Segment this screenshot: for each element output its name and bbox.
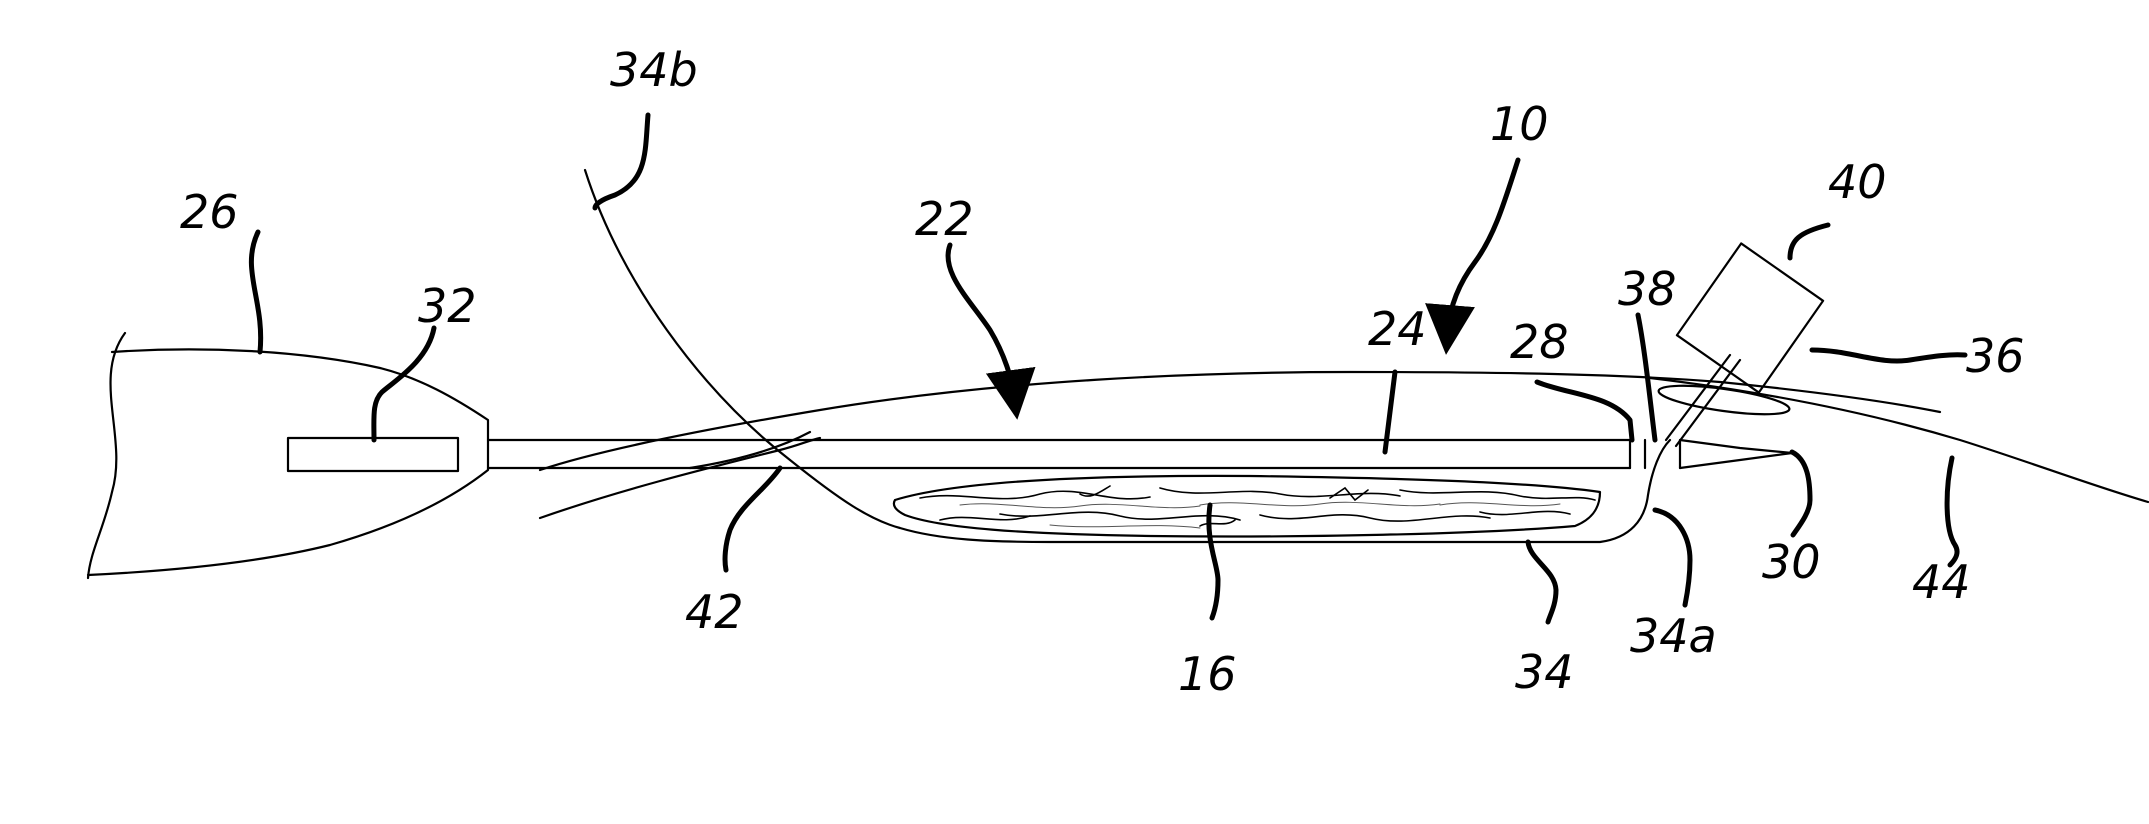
tissue-specimen-16	[894, 476, 1600, 537]
label-26: 26	[180, 185, 239, 239]
label-36: 36	[1966, 329, 2025, 383]
energy-source-36	[1677, 243, 1823, 392]
label-32: 32	[418, 279, 477, 333]
label-24: 24	[1368, 302, 1427, 356]
label-34a: 34a	[1630, 609, 1717, 663]
leader-lines	[251, 115, 1965, 622]
indicator-window-32	[288, 438, 458, 471]
label-40: 40	[1828, 155, 1887, 209]
label-30: 30	[1762, 535, 1821, 589]
label-16: 16	[1178, 647, 1237, 701]
sac-34	[585, 170, 1670, 542]
opening-28	[1657, 380, 1791, 420]
label-34: 34	[1515, 645, 1574, 699]
label-44: 44	[1912, 555, 1971, 609]
shaft-24	[488, 440, 1680, 468]
tip-30	[1680, 440, 1792, 468]
label-10: 10	[1490, 97, 1549, 151]
label-34b: 34b	[610, 43, 698, 97]
label-22: 22	[915, 192, 974, 246]
skin-line-44	[540, 378, 2148, 518]
label-28: 28	[1510, 315, 1569, 369]
label-42: 42	[685, 585, 744, 639]
label-38: 38	[1618, 262, 1677, 316]
